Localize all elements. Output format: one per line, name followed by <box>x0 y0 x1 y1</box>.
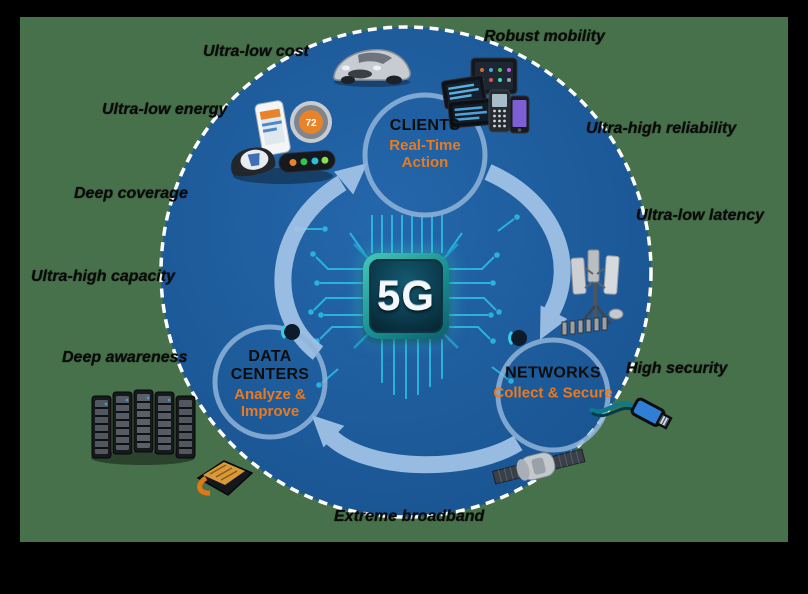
label-deep-coverage: Deep coverage <box>74 185 188 202</box>
5g-chip: 5G <box>363 253 449 339</box>
node-subtitle-data-centers: Analyze & Improve <box>234 385 306 420</box>
label-extreme-broadband: Extreme broadband <box>334 508 485 525</box>
circuit-traces <box>294 214 520 399</box>
circuit-module-icon <box>196 460 254 496</box>
label-ultra-high-capacity: Ultra-high capacity <box>31 268 176 285</box>
thermostat-reading: 72 <box>305 118 317 129</box>
thermostat-icon: 72 <box>290 101 332 143</box>
cell-tower-icon <box>561 249 624 336</box>
node-title-data-centers: DATA CENTERS <box>230 347 310 383</box>
satellite-icon <box>491 448 586 485</box>
node-subtitle-networks: Collect & Secure <box>493 384 613 402</box>
5g-chip-die: 5G <box>369 259 443 333</box>
iot-devices-icon: 72 <box>231 100 336 184</box>
node-networks: NETWORKS Collect & Secure <box>493 364 613 401</box>
label-ultra-low-cost: Ultra-low cost <box>203 43 309 60</box>
arrow-networks-to-datacenters <box>311 415 523 474</box>
connector-bead-datacenters <box>281 324 300 340</box>
node-title-clients: CLIENTS <box>389 116 461 134</box>
label-ultra-high-reliability: Ultra-high reliability <box>586 120 737 137</box>
slide-background: 72 <box>20 17 788 542</box>
sports-car-icon <box>333 49 411 87</box>
node-data-centers: DATA CENTERS Analyze & Improve <box>220 348 320 420</box>
label-robust-mobility: Robust mobility <box>484 28 605 45</box>
5g-chip-label: 5G <box>376 272 436 319</box>
ethernet-cable-icon <box>588 397 673 430</box>
node-title-networks: NETWORKS <box>505 364 601 382</box>
server-racks-icon <box>91 389 196 465</box>
label-deep-awareness: Deep awareness <box>62 349 188 366</box>
arrow-clients-to-networks <box>484 164 571 340</box>
clients-ring <box>362 92 488 218</box>
node-subtitle-clients: Real-Time Action <box>389 136 461 171</box>
connector-bead-networks <box>508 330 527 346</box>
label-ultra-low-latency: Ultra-low latency <box>636 207 765 224</box>
data-centers-ring <box>212 324 328 440</box>
networks-ring <box>495 337 611 453</box>
label-ultra-low-energy: Ultra-low energy <box>102 101 228 118</box>
label-high-security: High security <box>626 360 728 377</box>
node-clients: CLIENTS Real-Time Action <box>370 117 480 171</box>
mobile-devices-icon <box>441 57 530 134</box>
